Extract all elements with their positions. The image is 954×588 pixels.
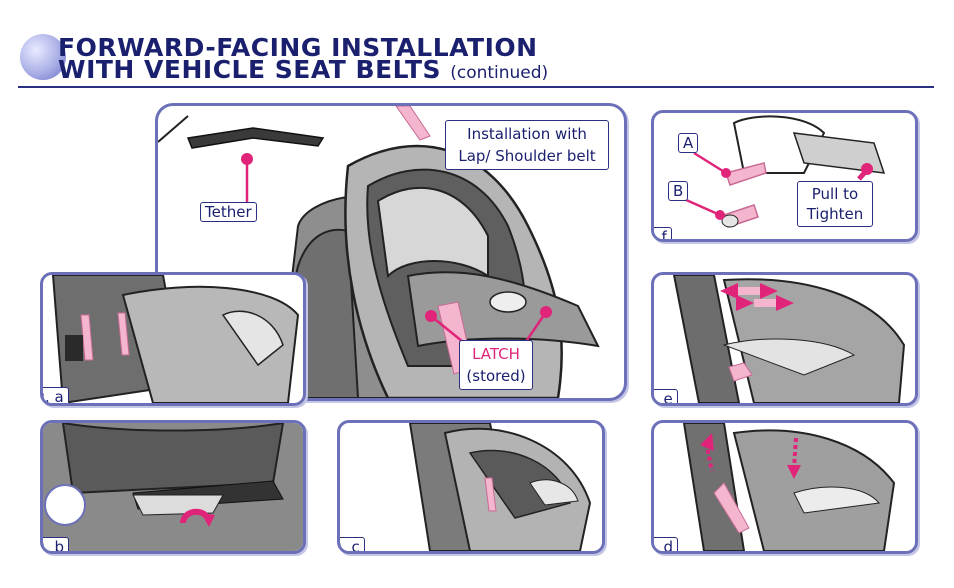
title-orb-icon: [20, 34, 66, 80]
page-title-line2-text: WITH VEHICLE SEAT BELTS: [58, 55, 441, 84]
figure-e-tag: fig. e: [654, 389, 678, 403]
figure-b-tag: fig. b: [43, 537, 70, 551]
page-header: FORWARD-FACING INSTALLATION WITH VEHICLE…: [20, 32, 560, 84]
tether-marker: [241, 153, 253, 165]
figure-f-illustration: [683, 115, 886, 228]
tether-label: Tether: [200, 202, 257, 222]
latch-sub-label: (stored): [466, 367, 526, 385]
page-title-line2: WITH VEHICLE SEAT BELTS (continued): [58, 55, 549, 85]
figure-b-panel: fig. b: [40, 420, 306, 554]
pull-to-tighten-label: Pull to Tighten: [797, 181, 873, 227]
figure-c-panel: fig. c: [337, 420, 605, 554]
figure-c-illustration: [408, 423, 592, 551]
figure-e-panel: fig. e: [651, 272, 918, 406]
fig-f-label-a: A: [678, 133, 699, 153]
figure-c-tag: fig. c: [340, 537, 365, 551]
page-title-line1: FORWARD-FACING INSTALLATION: [58, 33, 538, 62]
figure-d-tag: fig. d: [654, 537, 679, 551]
figure-a-tag: fig. a: [43, 387, 69, 403]
figure-f-tag: fig. f: [654, 227, 672, 239]
figure-a-panel: fig. a: [40, 272, 306, 406]
figure-a-illustration: [51, 275, 300, 403]
figure-b-illustration: [43, 423, 303, 551]
fig-f-label-b: B: [668, 181, 689, 201]
figure-d-illustration: [682, 423, 896, 551]
figure-f-panel: A B Pull to Tighten fig. f: [651, 110, 918, 242]
latch-label-box: LATCH (stored): [459, 340, 533, 390]
page-title-suffix: (continued): [450, 63, 549, 83]
figure-d-panel: fig. d: [651, 420, 918, 554]
header-rule: [18, 86, 934, 88]
latch-marker-left: [425, 310, 437, 322]
latch-marker-right: [540, 306, 552, 318]
latch-label: LATCH: [472, 345, 520, 363]
install-callout: Installation with Lap/ Shoulder belt: [445, 120, 609, 170]
figure-e-illustration: [672, 275, 906, 403]
